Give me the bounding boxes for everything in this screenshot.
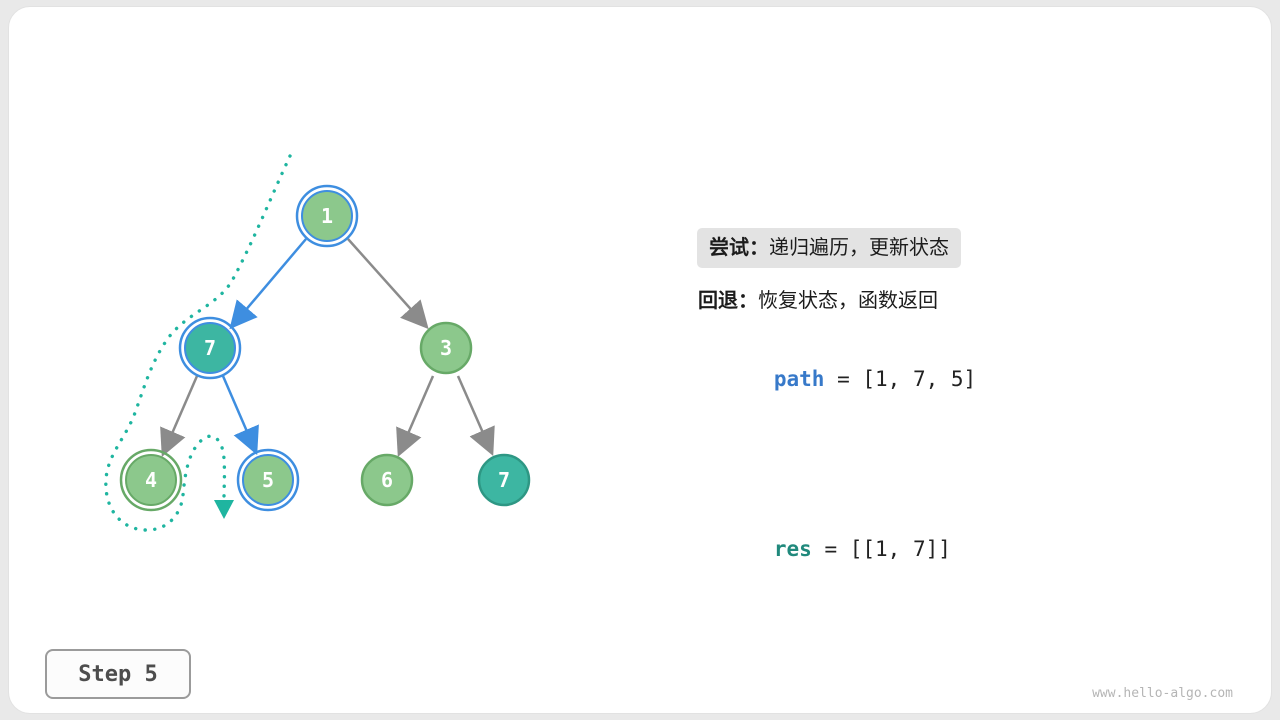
try-text: 递归遍历，更新状态: [769, 237, 949, 259]
tree-node-root: 1: [295, 184, 359, 248]
annotation-panel: 尝试：递归遍历，更新状态 回退：恢复状态，函数返回 path = [1, 7, …: [697, 228, 1177, 588]
tree-node-left-right: 5: [236, 448, 300, 512]
try-annotation: 尝试：递归遍历，更新状态: [697, 228, 961, 268]
backtrack-annotation: 回退：恢复状态，函数返回: [697, 288, 1177, 314]
edge-7-4: [160, 375, 199, 458]
tree-nodes: 1 7 3 4 5 6: [119, 184, 531, 512]
node-value: 4: [145, 468, 157, 492]
node-value: 1: [321, 204, 333, 228]
node-value: 5: [262, 468, 274, 492]
node-value: 7: [498, 468, 510, 492]
tree-node-right-right: 7: [477, 453, 531, 507]
path-variable-name: path: [773, 367, 825, 391]
tree-node-right-left: 6: [360, 453, 414, 507]
res-variable-name: res: [773, 537, 812, 561]
edge-3-7: [456, 375, 495, 457]
step-label: Step 5: [78, 661, 158, 687]
node-value: 3: [440, 336, 452, 360]
traversal-arrowhead-icon: [214, 500, 234, 519]
node-value: 6: [381, 468, 393, 492]
binary-tree-diagram: 1 7 3 4 5 6: [104, 154, 531, 532]
res-variable-line: res = [[1, 7]]: [697, 510, 1177, 588]
watermark: www.hello-algo.com: [1092, 686, 1233, 701]
path-variable-line: path = [1, 7, 5]: [697, 340, 1177, 418]
res-variable-value: = [[1, 7]]: [811, 537, 951, 561]
node-value: 7: [204, 336, 216, 360]
edge-7-5: [221, 375, 259, 456]
edge-1-3: [347, 238, 429, 330]
tree-node-left-left: 4: [119, 448, 183, 512]
backtrack-text: 恢复状态，函数返回: [758, 290, 938, 312]
path-variable-value: = [1, 7, 5]: [824, 367, 977, 391]
tree-node-right: 3: [419, 321, 473, 375]
edge-3-6: [396, 375, 435, 458]
try-label: 尝试：: [709, 237, 769, 259]
step-indicator: Step 5: [45, 649, 191, 699]
tree-node-left: 7: [178, 316, 242, 380]
tree-edges: [160, 238, 495, 458]
backtrack-label: 回退：: [698, 290, 758, 312]
diagram-card: 1 7 3 4 5 6: [8, 6, 1272, 714]
traversal-trace: [104, 154, 292, 532]
edge-1-7: [229, 238, 307, 330]
